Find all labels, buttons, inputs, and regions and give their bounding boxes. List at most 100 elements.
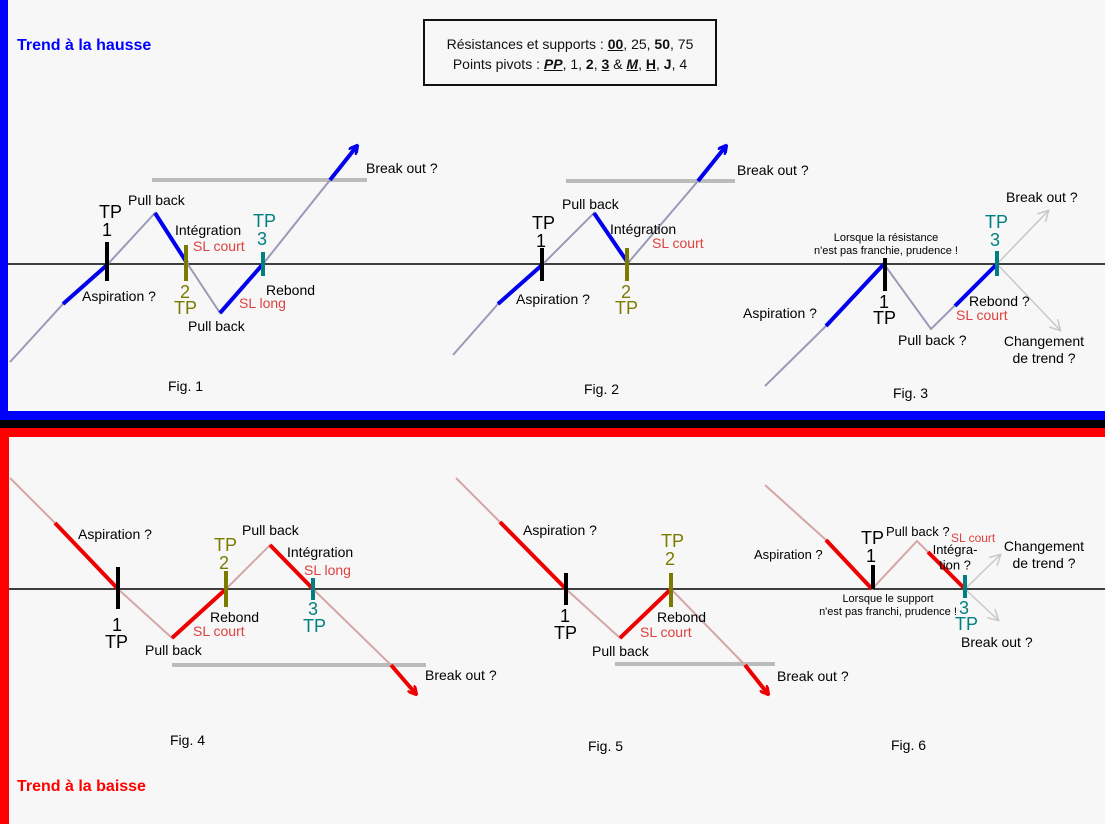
figure-caption: Fig. 1	[168, 378, 203, 394]
integration-label: Intégration	[287, 544, 353, 560]
tp3-number: 3	[990, 230, 1000, 250]
aspiration-label: Aspiration ?	[82, 288, 156, 304]
legend-value: 2	[585, 56, 594, 72]
tp3-label: TP	[955, 614, 978, 634]
figure-caption: Fig. 4	[170, 732, 205, 748]
uptrend-border-left	[0, 0, 8, 420]
downtrend-title: Trend à la baisse	[17, 778, 146, 795]
integration-label: Intégra-tion ?	[933, 542, 978, 573]
figure-caption: Fig. 3	[893, 385, 928, 401]
legend-box: Résistances et supports : 00, 25, 50, 75…	[423, 19, 717, 86]
integration-label: Intégration	[175, 222, 241, 238]
tp1-number: 1	[560, 606, 570, 626]
legend-value: J	[663, 56, 672, 72]
tp3-number: 3	[308, 599, 318, 619]
sl-long-label: SL long	[239, 295, 286, 311]
rebond-move	[218, 262, 265, 315]
legend-value: M	[626, 56, 639, 72]
price-path	[452, 180, 699, 356]
legend-pivots-line: Points pivots : PP, 1, 2, 3 & M, H, J, 4	[452, 56, 688, 72]
aspiration-label: Aspiration ?	[754, 547, 823, 562]
downtrend-border-top	[0, 428, 1105, 437]
tp2-number: 2	[621, 282, 631, 302]
rebond-move	[170, 587, 228, 640]
figure-2: TP 1 2 TP Aspiration ? Pull back Intégra…	[452, 146, 809, 397]
breakout-arrow	[696, 146, 726, 183]
rebond-label: Rebond	[210, 609, 259, 625]
legend-value: 75	[677, 36, 694, 52]
legend-value: 3	[601, 56, 610, 72]
aspiration-move	[824, 538, 874, 591]
rebond-move	[953, 262, 999, 308]
pullback-label-bottom: Pull back	[145, 642, 203, 658]
trend-change-arrow	[996, 263, 1060, 330]
tp2-label: TP	[615, 298, 638, 318]
sl-court-label: SL court	[193, 238, 245, 254]
uptrend-title: Trend à la hausse	[17, 37, 152, 54]
aspiration-label: Aspiration ?	[516, 291, 590, 307]
pullback-label-top: Pull back	[128, 192, 186, 208]
tp3-number: 3	[257, 229, 267, 249]
figure-4: 1 TP TP 2 3 TP Aspiration ? Pull back In…	[9, 477, 497, 748]
tp2-number: 2	[219, 553, 229, 573]
rebond-label: Rebond	[266, 282, 315, 298]
legend-value: PP	[543, 56, 563, 72]
aspiration-label: Aspiration ?	[78, 526, 152, 542]
breakout-label: Break out ?	[366, 160, 438, 176]
rebond-label: Rebond	[657, 609, 706, 625]
integration-label: Intégration	[610, 221, 676, 237]
figure-caption: Fig. 6	[891, 737, 926, 753]
sl-court-label: SL court	[652, 235, 704, 251]
pullback-move	[592, 211, 630, 265]
legend-value: 4	[679, 56, 688, 72]
legend-value: 25	[631, 36, 647, 52]
breakout-label: Break out ?	[1006, 189, 1078, 205]
figure-caption: Fig. 2	[584, 381, 619, 397]
tp1-number: 1	[866, 546, 876, 566]
sl-court-label: SL court	[951, 531, 996, 545]
legend-value: H	[645, 56, 656, 72]
legend-value: 50	[654, 36, 670, 52]
aspiration-move	[496, 263, 544, 306]
tp1-label: TP	[105, 632, 128, 652]
legend-value: 00	[607, 36, 624, 52]
aspiration-move	[498, 520, 568, 591]
tp2-number: 2	[180, 282, 190, 302]
tp3-label: TP	[253, 211, 276, 231]
rebond-label: Rebond ?	[969, 293, 1030, 309]
figure-1: TP 1 2 TP TP 3 Aspiration ? Pull back In…	[9, 146, 438, 394]
trend-change-arrow	[964, 555, 1000, 590]
integration-move	[268, 543, 315, 591]
tp1-number: 1	[879, 292, 889, 312]
sl-court-label: SL court	[956, 307, 1008, 323]
pullback-label: Pull back	[592, 643, 650, 659]
breakout-arrow	[743, 663, 768, 694]
aspiration-move	[53, 521, 120, 591]
figure-caption: Fig. 5	[588, 738, 623, 754]
integration-move	[926, 550, 967, 591]
legend-value: 1	[570, 56, 579, 72]
pullback-move	[153, 211, 189, 265]
breakout-label: Break out ?	[961, 634, 1033, 650]
pullback-label-bottom: Pull back	[188, 318, 246, 334]
breakout-arrow	[389, 663, 416, 694]
tp3-label: TP	[303, 616, 326, 636]
legend-pivots-prefix: Points pivots :	[452, 56, 544, 72]
sl-court-label: SL court	[640, 624, 692, 640]
tp2-label: TP	[214, 535, 237, 555]
breakout-label: Break out ?	[425, 667, 497, 683]
tp1-label: TP	[554, 623, 577, 643]
tp1-label: TP	[861, 528, 884, 548]
pullback-label: Pull back	[562, 196, 620, 212]
legend-resistance-prefix: Résistances et supports :	[446, 36, 608, 52]
breakout-arrow	[964, 588, 998, 620]
tp3-number: 3	[959, 598, 969, 618]
pullback-label-top: Pull back	[242, 522, 300, 538]
